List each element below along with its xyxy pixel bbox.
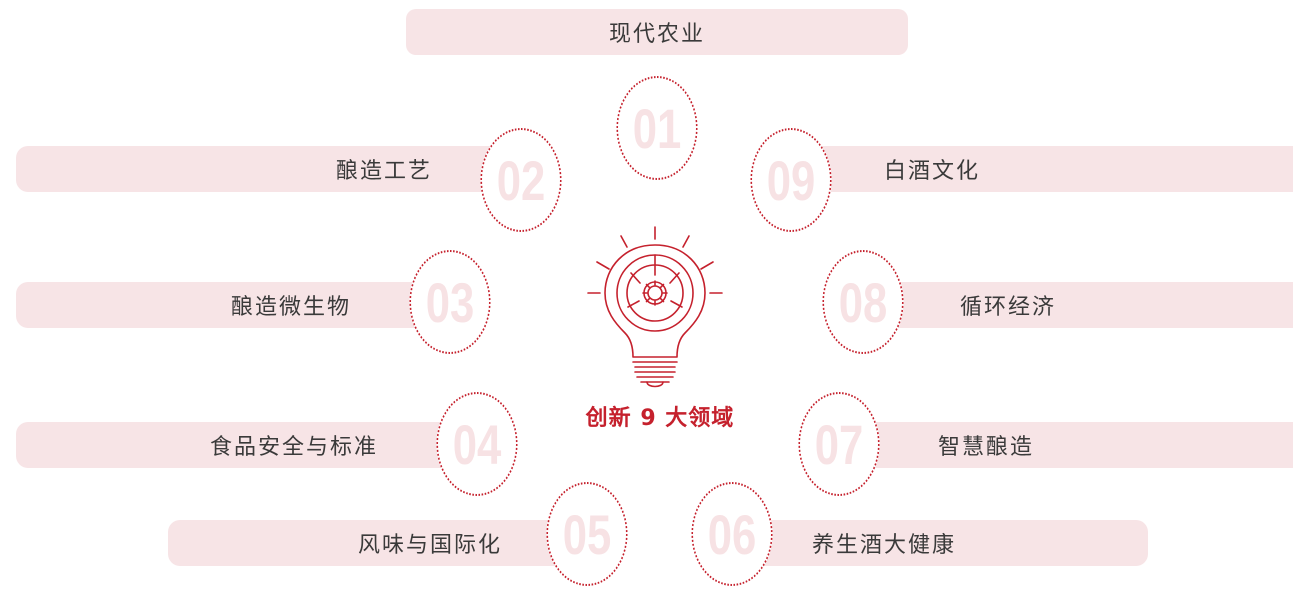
field-label-07: 智慧酿造 xyxy=(938,435,1035,460)
field-label-03: 酿造微生物 xyxy=(230,295,351,320)
field-label-08: 循环经济 xyxy=(960,295,1057,320)
field-label-02: 酿造工艺 xyxy=(335,159,432,184)
field-number-04: 04 xyxy=(436,392,518,496)
field-number-09: 09 xyxy=(750,128,832,232)
field-number-05: 05 xyxy=(546,482,628,586)
field-label-09: 白酒文化 xyxy=(884,159,981,184)
field-label-06: 养生酒大健康 xyxy=(812,533,957,558)
field-pill-05: 风味与国际化 xyxy=(168,520,588,566)
field-number-02: 02 xyxy=(480,128,562,232)
field-number-01: 01 xyxy=(616,76,698,180)
field-pill-09: 白酒文化 xyxy=(790,146,1293,192)
field-label-01: 现代农业 xyxy=(608,22,705,47)
field-pill-07: 智慧酿造 xyxy=(838,422,1293,468)
field-pill-04: 食品安全与标准 xyxy=(16,422,486,468)
center-title: 创新 9 大领域 xyxy=(585,406,735,431)
field-label-04: 食品安全与标准 xyxy=(209,435,378,460)
lightbulb-gear-icon xyxy=(587,226,723,388)
field-pill-02: 酿造工艺 xyxy=(16,146,516,192)
field-pill-03: 酿造微生物 xyxy=(16,282,451,328)
field-pill-08: 循环经济 xyxy=(860,282,1293,328)
field-number-06: 06 xyxy=(691,482,773,586)
field-label-05: 风味与国际化 xyxy=(357,533,502,558)
field-number-07: 07 xyxy=(798,392,880,496)
field-pill-01: 现代农业 xyxy=(406,9,908,55)
field-number-08: 08 xyxy=(822,250,904,354)
field-pill-06: 养生酒大健康 xyxy=(730,520,1148,566)
field-number-03: 03 xyxy=(409,250,491,354)
